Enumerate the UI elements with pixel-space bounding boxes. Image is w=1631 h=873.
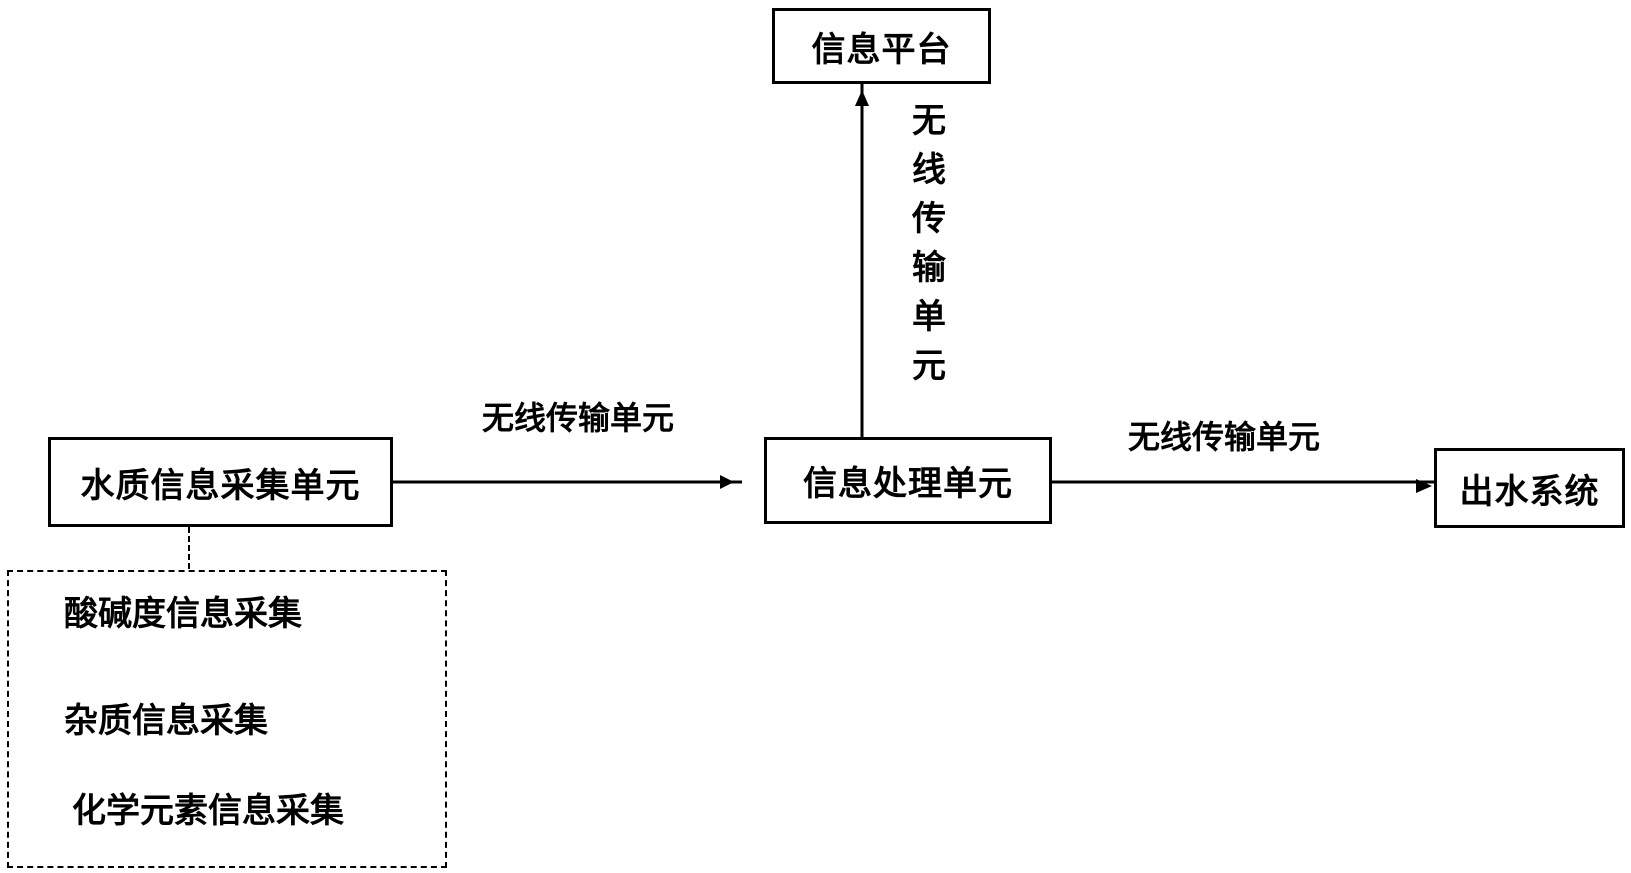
vertical-label-char: 单 (912, 297, 946, 337)
vertical-label-char: 输 (912, 248, 946, 288)
node-water-outlet-system: 出水系统 (1434, 448, 1625, 528)
arrowhead-process (720, 475, 734, 489)
vertical-label-char: 线 (912, 150, 946, 190)
sub-item-ph: 酸碱度信息采集 (64, 594, 302, 634)
sub-item-chemical-element: 化学元素信息采集 (72, 791, 344, 831)
edge-label-process-to-outlet: 无线传输单元 (1128, 418, 1321, 456)
node-info-processing-unit-label: 信息处理单元 (803, 464, 1013, 504)
node-info-processing-unit: 信息处理单元 (764, 437, 1052, 524)
arrowhead-outlet (1416, 479, 1432, 493)
sub-item-impurity: 杂质信息采集 (64, 701, 268, 741)
node-info-platform-label: 信息平台 (811, 29, 952, 70)
vertical-label-char: 无 (912, 101, 946, 141)
node-info-platform: 信息平台 (772, 8, 991, 84)
node-water-outlet-system-label: 出水系统 (1459, 471, 1600, 512)
edge-label-process-to-platform: 无 线 传 输 单 元 (909, 97, 949, 391)
node-water-quality-unit-label: 水质信息采集单元 (80, 465, 361, 506)
edge-label-collect-to-process: 无线传输单元 (482, 399, 675, 437)
vertical-label-char: 传 (912, 199, 946, 239)
arrowhead-platform (855, 90, 869, 106)
node-water-quality-unit: 水质信息采集单元 (48, 437, 393, 527)
sub-items-group (7, 570, 447, 868)
vertical-label-char: 元 (912, 346, 946, 386)
